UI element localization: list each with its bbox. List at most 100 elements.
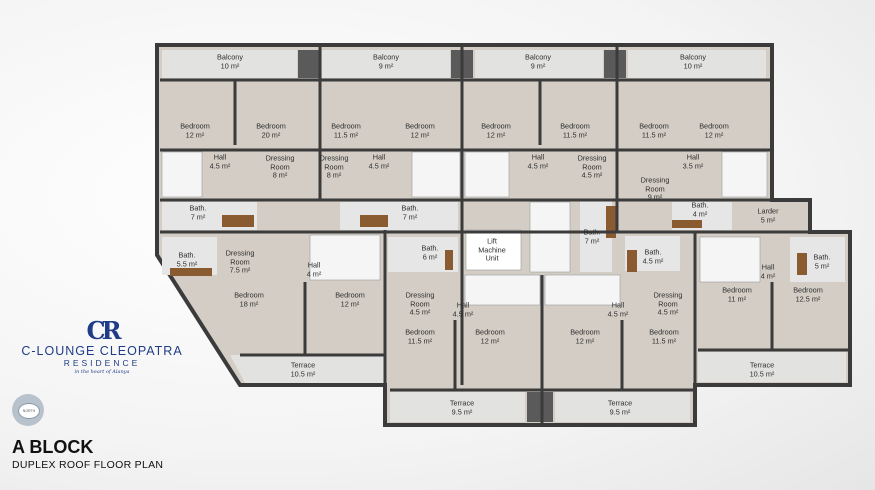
room-name: Bedroom bbox=[570, 327, 600, 337]
room-area: 7 m² bbox=[584, 236, 600, 245]
room-name: Bedroom bbox=[481, 121, 511, 131]
plan-title: A BLOCK bbox=[12, 437, 94, 457]
room-area: 4.5 m² bbox=[581, 170, 603, 180]
room-name: Hall bbox=[372, 152, 386, 162]
room-area: 8 m² bbox=[272, 170, 288, 180]
room-name: Lift Machine Unit bbox=[478, 236, 506, 263]
room-label-bath: Bath.4 m² bbox=[691, 200, 709, 219]
room-name: Dressing Room bbox=[653, 290, 683, 308]
room-name: Bedroom bbox=[335, 290, 365, 300]
room-area: 4.5 m² bbox=[409, 307, 431, 317]
north-label: NORTH bbox=[18, 403, 40, 419]
room-label-bath: Bath.7 m² bbox=[189, 203, 207, 222]
room-area: 11 m² bbox=[727, 294, 747, 303]
room-area: 8 m² bbox=[326, 170, 342, 180]
room-area: 9 m² bbox=[530, 61, 546, 70]
room-name: Dressing Room bbox=[577, 153, 607, 171]
room-area: 9.5 m² bbox=[609, 407, 631, 416]
room-label-lift-machine-unit: Lift Machine Unit bbox=[475, 237, 509, 263]
brand-logo: CR C-LOUNGE CLEOPATRA RESIDENCE in the h… bbox=[12, 318, 192, 376]
room-area: 18 m² bbox=[239, 299, 259, 308]
room-area: 11.5 m² bbox=[333, 130, 359, 139]
room-label-bath: Bath.5.5 m² bbox=[177, 250, 198, 269]
room-name: Balcony bbox=[525, 52, 551, 62]
room-area: 4.5 m² bbox=[452, 309, 474, 318]
room-name: Bedroom bbox=[722, 285, 752, 295]
room-area: 12 m² bbox=[486, 130, 506, 139]
room-name: Hall bbox=[307, 260, 321, 270]
room-name: Hall bbox=[611, 300, 625, 310]
room-area: 7.5 m² bbox=[229, 265, 251, 275]
room-area: 4 m² bbox=[760, 271, 776, 280]
room-area: 20 m² bbox=[261, 130, 281, 139]
room-area: 12 m² bbox=[410, 130, 430, 139]
vanities bbox=[170, 206, 807, 276]
room-name: Bath. bbox=[813, 252, 831, 262]
room-area: 12 m² bbox=[185, 130, 205, 139]
room-name: Bath. bbox=[421, 243, 439, 253]
room-area: 10.5 m² bbox=[749, 369, 775, 378]
room-name: Bedroom bbox=[475, 327, 505, 337]
room-area: 11.5 m² bbox=[641, 130, 667, 139]
room-name: Hall bbox=[456, 300, 470, 310]
balconies bbox=[162, 50, 846, 422]
room-area: 5 m² bbox=[760, 215, 776, 224]
room-area: 12 m² bbox=[575, 336, 595, 345]
room-name: Bath. bbox=[691, 200, 709, 210]
room-name: Bath. bbox=[178, 250, 196, 260]
room-area: 3.5 m² bbox=[682, 161, 704, 170]
room-area: 9 m² bbox=[378, 61, 394, 70]
room-name: Bedroom bbox=[649, 327, 679, 337]
room-area: 11.5 m² bbox=[562, 130, 588, 139]
room-area: 4.5 m² bbox=[642, 256, 664, 265]
room-name: Larder bbox=[757, 206, 779, 216]
room-name: Dressing Room bbox=[265, 153, 295, 171]
room-area: 12 m² bbox=[704, 130, 724, 139]
room-name: Bath. bbox=[189, 203, 207, 213]
room-area: 7 m² bbox=[402, 212, 418, 221]
plan-subtitle: DUPLEX ROOF FLOOR PLAN bbox=[12, 459, 164, 471]
room-name: Bedroom bbox=[405, 121, 435, 131]
room-area: 9 m² bbox=[647, 192, 663, 202]
room-name: Dressing Room bbox=[319, 153, 349, 171]
room-name: Terrace bbox=[607, 398, 633, 408]
room-area: 10 m² bbox=[220, 61, 240, 70]
room-name: Dressing Room bbox=[225, 248, 255, 266]
room-name: Terrace bbox=[449, 398, 475, 408]
room-name: Bedroom bbox=[331, 121, 361, 131]
room-area: 12 m² bbox=[480, 336, 500, 345]
room-area: 12.5 m² bbox=[795, 294, 821, 303]
room-area: 7 m² bbox=[190, 212, 206, 221]
room-name: Hall bbox=[761, 262, 775, 272]
room-name: Bedroom bbox=[639, 121, 669, 131]
room-name: Bedroom bbox=[793, 285, 823, 295]
room-name: Terrace bbox=[290, 360, 316, 370]
room-name: Balcony bbox=[217, 52, 243, 62]
brand-name: C-LOUNGE CLEOPATRA bbox=[21, 344, 183, 358]
